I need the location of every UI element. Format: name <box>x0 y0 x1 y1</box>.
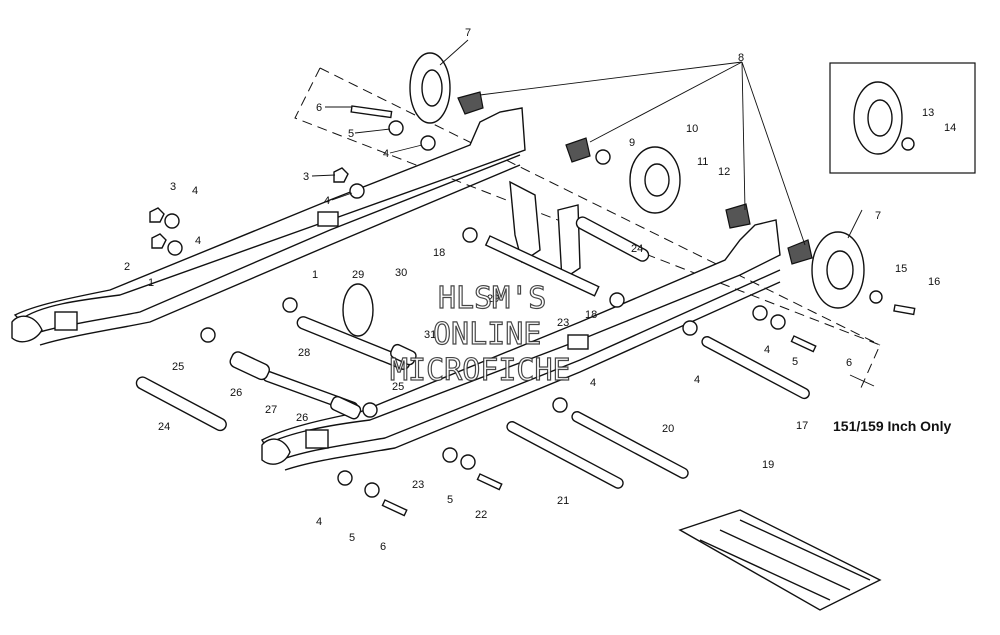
hardware <box>149 105 916 517</box>
callout-label: 3 <box>303 171 309 183</box>
callout-label: 26 <box>296 412 308 424</box>
callout-label: 27 <box>265 404 277 416</box>
callout-label: 22 <box>475 509 487 521</box>
callout-label: 4 <box>764 344 770 356</box>
callout-label: 4 <box>383 148 389 160</box>
callout-label: 4 <box>694 374 700 386</box>
length-note: 151/159 Inch Only <box>833 418 951 434</box>
callout-label: 17 <box>796 420 808 432</box>
callout-label: 11 <box>697 156 708 168</box>
callout-label: 4 <box>316 516 322 528</box>
callout-label: 24 <box>631 243 643 255</box>
callout-label: 8 <box>738 52 744 64</box>
callout-label: 3 <box>170 181 176 193</box>
callout-label: 1 <box>312 269 318 281</box>
right-rail <box>261 219 781 471</box>
callout-label: 5 <box>349 532 355 544</box>
callout-label: 19 <box>762 459 774 471</box>
cross-plate <box>342 283 374 337</box>
callout-label: 29 <box>352 269 364 281</box>
callout-label: 29 <box>487 293 499 305</box>
callout-label: 4 <box>195 235 201 247</box>
callout-label: 15 <box>895 263 907 275</box>
idler-wheels <box>409 52 903 309</box>
callout-label: 7 <box>465 27 471 39</box>
callout-label: 25 <box>172 361 184 373</box>
callout-label: 28 <box>298 347 310 359</box>
callout-label: 6 <box>846 357 852 369</box>
watermark: HLSM'S ONLINE MICROFICHE <box>389 280 571 388</box>
callout-label: 6 <box>380 541 386 553</box>
callout-label: 31 <box>424 329 436 341</box>
callout-label: 12 <box>718 166 730 178</box>
callout-label: 9 <box>629 137 635 149</box>
callout-label: 7 <box>875 210 881 222</box>
callout-label: 5 <box>447 494 453 506</box>
watermark-line: ONLINE <box>433 317 541 352</box>
watermark-line: MICROFICHE <box>390 353 571 388</box>
center-bracket <box>484 180 600 297</box>
callout-label: 4 <box>192 185 198 197</box>
leader-lines <box>311 39 875 387</box>
callout-label: 18 <box>433 247 445 259</box>
callout-label: 5 <box>348 128 354 140</box>
callout-label: 26 <box>230 387 242 399</box>
callout-label: 25 <box>392 381 404 393</box>
callout-label: 21 <box>557 495 569 507</box>
callout-label: 1 <box>148 277 154 289</box>
callout-label: 14 <box>944 122 956 134</box>
option-boundary-top <box>319 67 881 346</box>
watermark-line: HLSM'S <box>438 281 546 316</box>
track-section <box>678 509 882 611</box>
callout-label: 18 <box>585 309 597 321</box>
callout-label: 23 <box>557 317 569 329</box>
callout-label: 4 <box>324 195 330 207</box>
inset-box <box>829 62 976 174</box>
callout-label: 16 <box>928 276 940 288</box>
callout-label: 30 <box>395 267 407 279</box>
callout-labels: 7 8 6 5 4 3 4 3 4 2 4 1 9 10 11 12 13 14… <box>124 27 956 553</box>
callout-label: 23 <box>412 479 424 491</box>
wheel-arms <box>457 91 813 265</box>
callout-label: 20 <box>662 423 674 435</box>
callout-label: 2 <box>124 261 130 273</box>
callout-label: 4 <box>590 377 596 389</box>
callout-label: 5 <box>792 356 798 368</box>
callout-label: 13 <box>922 107 934 119</box>
shafts <box>135 216 810 489</box>
left-rail <box>11 107 526 346</box>
callout-label: 24 <box>158 421 170 433</box>
callout-label: 10 <box>686 123 698 135</box>
callout-label: 6 <box>316 102 322 114</box>
